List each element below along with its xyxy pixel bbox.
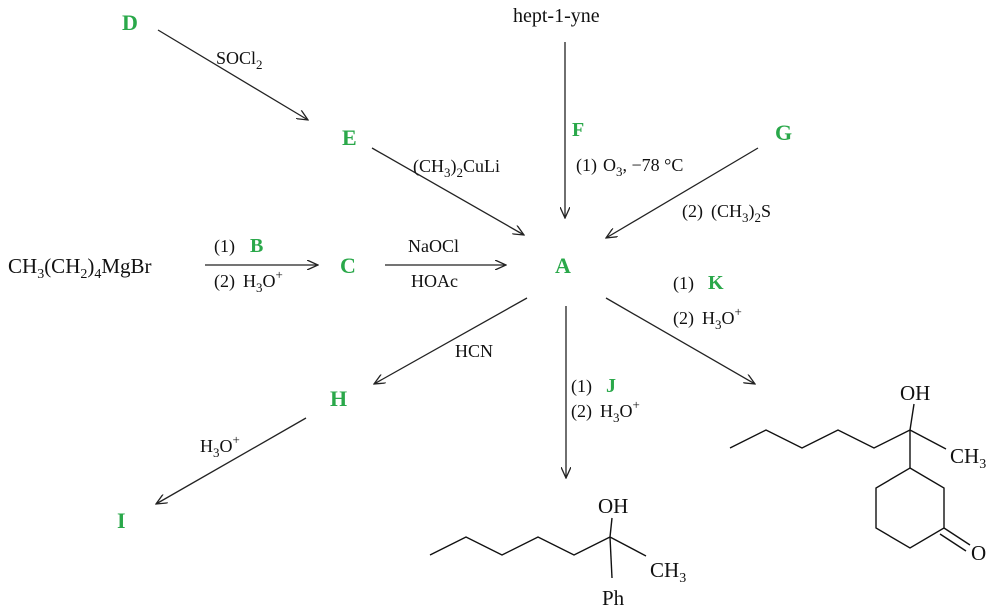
product-bottom-structure <box>429 517 647 579</box>
label-i: I <box>117 508 126 533</box>
reagent-hcn: HCN <box>455 341 493 361</box>
label-k: K <box>708 272 724 294</box>
reagent-j-step1: (1) <box>571 376 592 397</box>
product-right-oh: OH <box>900 381 930 405</box>
label-h: H <box>330 386 347 411</box>
arrow-h-to-i <box>156 417 307 504</box>
reagent-cuprate: (CH3)2CuLi <box>413 156 500 180</box>
product-right-methyl: CH3 <box>950 444 986 472</box>
product-right-structure <box>729 403 971 552</box>
reagent-ozonolysis-step2: (2)(CH3)2S <box>682 201 771 225</box>
reagent-naocl: NaOCl <box>408 236 459 256</box>
reagent-b-step2: (2)H3O+ <box>214 267 283 295</box>
product-bottom-oh-bond <box>609 517 613 538</box>
reagent-b-step1: (1) <box>214 236 235 257</box>
label-a: A <box>555 253 571 278</box>
product-bottom-chain <box>429 536 611 556</box>
label-b: B <box>250 235 263 257</box>
arrow-e-to-a <box>371 147 524 235</box>
reagent-k-step2: (2)H3O+ <box>673 304 742 332</box>
product-right-oh-bond <box>909 403 915 431</box>
label-d: D <box>122 10 138 35</box>
product-right-chain <box>729 429 911 449</box>
reagent-j-step2: (2)H3O+ <box>571 397 640 425</box>
reagent-hydrolysis: H3O+ <box>200 432 240 460</box>
label-j: J <box>606 375 616 397</box>
reagent-ozonolysis-step1: (1)O3, −78 °C <box>576 155 683 179</box>
product-bottom-phenyl-bond <box>609 536 613 579</box>
reagent-k-step1: (1) <box>673 273 694 294</box>
product-right-methyl-bond <box>909 429 947 450</box>
label-g: G <box>775 120 792 145</box>
label-f: F <box>572 119 584 141</box>
reagent-socl2: SOCl2 <box>216 48 263 72</box>
label-e: E <box>342 125 357 150</box>
arrow-g-to-a <box>606 147 759 238</box>
arrow-a-to-h <box>374 297 528 384</box>
product-right-carbonyl-2 <box>939 533 967 552</box>
arrow-d-to-e <box>157 29 308 120</box>
arrow-a-to-right-product <box>605 297 755 384</box>
product-right-ring <box>875 467 945 549</box>
reagent-hoac: HOAc <box>411 271 458 291</box>
product-bottom-methyl-bond <box>609 536 647 557</box>
grignard-reagent: CH3(CH2)4MgBr <box>8 254 152 282</box>
product-bottom-oh: OH <box>598 494 628 518</box>
hept-1-yne: hept-1-yne <box>513 5 600 27</box>
product-right-carbonyl-1 <box>943 527 971 546</box>
product-right-oxygen: O <box>971 541 986 565</box>
product-bottom-phenyl: Ph <box>602 586 625 610</box>
label-c: C <box>340 253 356 278</box>
product-bottom-methyl: CH3 <box>650 558 686 586</box>
